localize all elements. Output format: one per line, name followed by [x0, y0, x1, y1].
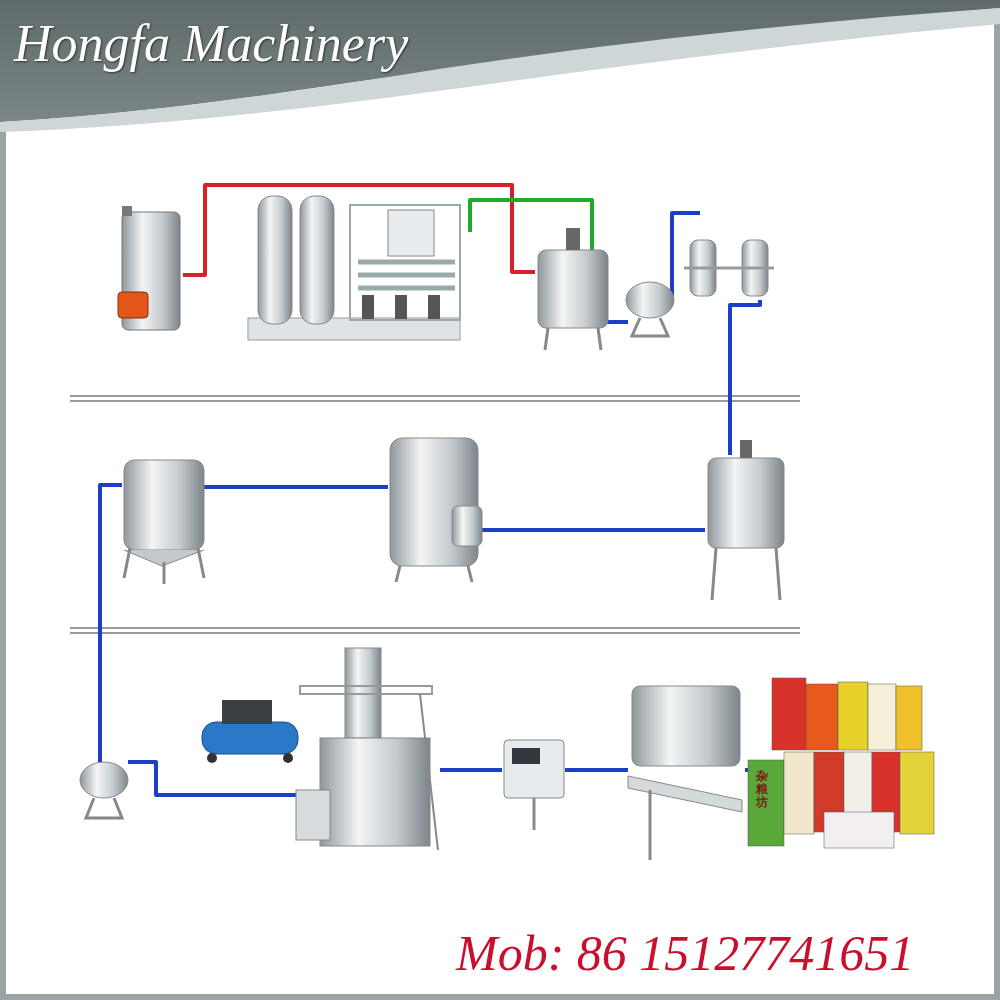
product-label: 杂粮坊 [756, 770, 768, 810]
banner-title: Hongfa Machinery [14, 14, 408, 73]
contact-number: Mob: 86 15127741651 [456, 924, 914, 982]
